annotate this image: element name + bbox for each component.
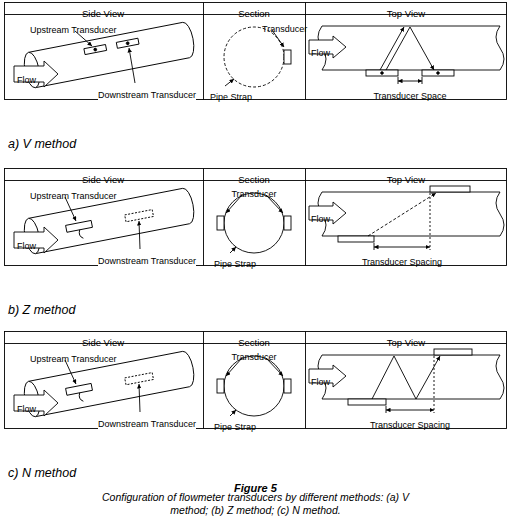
dimension-label: Transducer Space (373, 91, 446, 102)
label-slot: Flow (311, 208, 330, 226)
flow-label: Flow (311, 214, 330, 225)
label-slot: Side View (82, 332, 124, 350)
label-slot: Pipe Strap (210, 86, 252, 104)
label-slot: Transducer (262, 18, 307, 36)
column-header: Side View (82, 174, 124, 185)
label-slot: Transducer (231, 346, 276, 364)
label-slot: Upstream Transducer (30, 185, 117, 203)
label-slot: Downstream Transducer (98, 413, 196, 431)
label-slot: Top View (387, 332, 425, 350)
label-slot: Flow (311, 42, 330, 60)
method-label: c) N method (8, 466, 76, 481)
label-slot: c) N method (8, 463, 76, 481)
label-slot: Top View (387, 169, 425, 187)
part-label: Pipe Strap (210, 92, 252, 103)
method-label: b) Z method (8, 303, 75, 318)
label-slot: Flow (311, 371, 330, 389)
figure-caption: Configuration of flowmeter transducers b… (88, 491, 423, 517)
flow-label: Flow (311, 377, 330, 388)
label-slot: Section (238, 3, 270, 21)
label-slot: b) Z method (8, 300, 75, 318)
label-slot: Flow (17, 398, 36, 416)
method-label: a) V method (8, 137, 76, 152)
column-header: Side View (82, 337, 124, 348)
label-slot: Transducer (231, 183, 276, 201)
caption-slot: Configuration of flowmeter transducers b… (88, 491, 423, 518)
column-header: Top View (387, 174, 425, 185)
label-slot: Section (238, 169, 270, 187)
column-header: Top View (387, 337, 425, 348)
part-label: Downstream Transducer (98, 256, 196, 267)
label-slot: Side View (82, 3, 124, 21)
label-slot: Downstream Transducer (98, 84, 196, 102)
label-slot: Flow (17, 235, 36, 253)
label-slot: a) V method (8, 134, 76, 152)
part-label: Transducer (262, 24, 307, 35)
label-slot: Transducer Space (373, 85, 446, 103)
column-header: Section (238, 174, 270, 185)
part-label: Transducer (231, 352, 276, 363)
part-label: Upstream Transducer (30, 191, 117, 202)
part-label: Pipe Strap (214, 259, 256, 270)
part-label: Transducer (231, 189, 276, 200)
flow-label: Flow (17, 75, 36, 86)
column-header: Section (238, 337, 270, 348)
part-label: Downstream Transducer (98, 419, 196, 430)
label-slot: Upstream Transducer (30, 348, 117, 366)
column-header: Side View (82, 8, 124, 19)
label-slot: Upstream Transducer (30, 19, 117, 37)
flow-label: Flow (17, 241, 36, 252)
label-slot: Section (238, 332, 270, 350)
label-slot: Top View (387, 3, 425, 21)
part-label: Pipe Strap (214, 422, 256, 433)
part-label: Downstream Transducer (98, 90, 196, 101)
part-label: Upstream Transducer (30, 354, 117, 365)
label-slot: Transducer Spacing (362, 251, 442, 269)
flow-label: Flow (311, 48, 330, 59)
label-slot: Transducer Spacing (370, 414, 450, 432)
label-slot: Flow (17, 69, 36, 87)
part-label: Upstream Transducer (30, 25, 117, 36)
label-slot: Side View (82, 169, 124, 187)
label-slot: Pipe Strap (214, 253, 256, 271)
flow-label: Flow (17, 404, 36, 415)
label-slot: Pipe Strap (214, 416, 256, 434)
label-slot: Downstream Transducer (98, 250, 196, 268)
column-header: Top View (387, 8, 425, 19)
dimension-label: Transducer Spacing (362, 257, 442, 268)
column-header: Section (238, 8, 270, 19)
dimension-label: Transducer Spacing (370, 420, 450, 431)
